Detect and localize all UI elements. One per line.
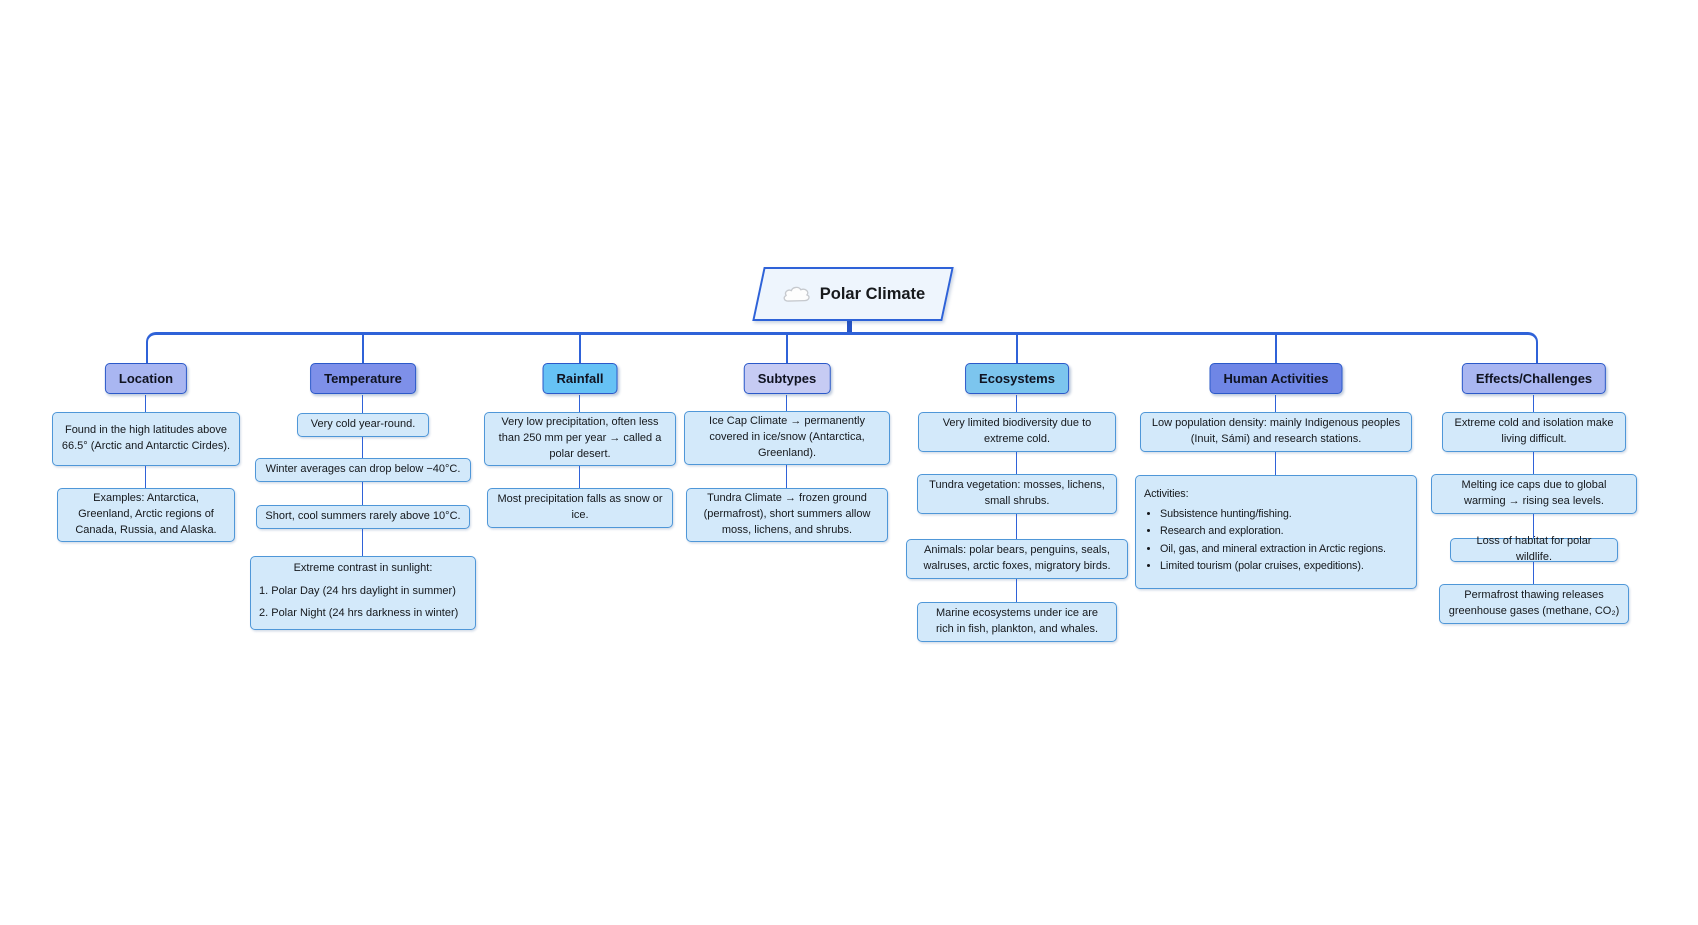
connector xyxy=(786,465,787,488)
connector xyxy=(1016,334,1018,363)
branch-header-rainfall[interactable]: Rainfall xyxy=(542,363,618,394)
node-temp-winter[interactable]: Winter averages can drop below −40°C. xyxy=(255,458,471,482)
branch-header-temperature[interactable]: Temperature xyxy=(310,363,416,394)
bullet-list: Subsistence hunting/fishing. Research an… xyxy=(1144,505,1408,578)
connector xyxy=(786,334,788,363)
connector xyxy=(1275,452,1276,475)
node-effects-melting-ice[interactable]: Melting ice caps due to global warming →… xyxy=(1431,474,1637,514)
cloud-icon xyxy=(781,284,813,305)
node-rain-snow[interactable]: Most precipitation falls as snow or ice. xyxy=(487,488,673,528)
connector xyxy=(1016,514,1017,539)
root-node-polar-climate[interactable]: Polar Climate xyxy=(752,267,954,321)
node-line: Activities: xyxy=(1144,487,1189,500)
node-line: 2. Polar Night (24 hrs darkness in winte… xyxy=(259,606,459,619)
connector xyxy=(1275,395,1276,412)
connector xyxy=(1533,395,1534,412)
branch-header-location[interactable]: Location xyxy=(104,363,188,394)
node-temp-cold[interactable]: Very cold year-round. xyxy=(297,413,429,437)
bullet-item: Research and exploration. xyxy=(1160,524,1408,540)
connector xyxy=(579,466,580,488)
bullet-item: Subsistence hunting/fishing. xyxy=(1160,507,1408,523)
branch-header-human-activities[interactable]: Human Activities xyxy=(1209,363,1343,394)
connector xyxy=(362,437,363,458)
connector xyxy=(362,482,363,505)
connector xyxy=(362,334,364,363)
connector xyxy=(579,395,580,412)
node-subtype-icecap[interactable]: Ice Cap Climate → permanently covered in… xyxy=(684,411,890,465)
connector xyxy=(362,395,363,413)
branch-header-subtypes[interactable]: Subtypes xyxy=(743,363,831,394)
bullet-item: Oil, gas, and mineral extraction in Arct… xyxy=(1160,542,1408,558)
branch-header-effects-challenges[interactable]: Effects/Challenges xyxy=(1461,363,1607,394)
node-location-latitudes[interactable]: Found in the high latitudes above 66.5° … xyxy=(52,412,240,466)
node-line: Extreme contrast in sunlight: xyxy=(293,562,433,575)
node-location-examples[interactable]: Examples: Antarctica, Greenland, Arctic … xyxy=(57,488,235,542)
node-subtype-tundra[interactable]: Tundra Climate → frozen ground (permafro… xyxy=(686,488,888,542)
node-effects-cold-isolation[interactable]: Extreme cold and isolation make living d… xyxy=(1442,412,1626,452)
branch-rail-connector xyxy=(146,332,1538,366)
connector xyxy=(145,395,146,412)
connector xyxy=(579,334,581,363)
node-eco-vegetation[interactable]: Tundra vegetation: mosses, lichens, smal… xyxy=(917,474,1117,514)
branch-header-ecosystems[interactable]: Ecosystems xyxy=(965,363,1069,394)
connector xyxy=(1533,514,1534,538)
root-label: Polar Climate xyxy=(819,284,926,303)
connector xyxy=(1016,579,1017,602)
connector xyxy=(1533,562,1534,584)
node-eco-animals[interactable]: Animals: polar bears, penguins, seals, w… xyxy=(906,539,1128,579)
node-eco-biodiversity[interactable]: Very limited biodiversity due to extreme… xyxy=(918,412,1116,452)
node-eco-marine[interactable]: Marine ecosystems under ice are rich in … xyxy=(917,602,1117,642)
bullet-item: Limited tourism (polar cruises, expediti… xyxy=(1160,559,1408,575)
root-connector xyxy=(847,315,852,333)
node-line: 1. Polar Day (24 hrs daylight in summer) xyxy=(259,585,456,598)
connector xyxy=(1533,452,1534,474)
connector xyxy=(1016,395,1017,412)
connector xyxy=(145,466,146,488)
connector xyxy=(786,395,787,411)
node-human-population[interactable]: Low population density: mainly Indigenou… xyxy=(1140,412,1412,452)
connector xyxy=(1016,452,1017,474)
node-rain-low-precipitation[interactable]: Very low precipitation, often less than … xyxy=(484,412,676,466)
node-effects-permafrost[interactable]: Permafrost thawing releases greenhouse g… xyxy=(1439,584,1629,624)
connector xyxy=(1275,334,1277,363)
node-human-activities-list[interactable]: Activities: Subsistence hunting/fishing.… xyxy=(1135,475,1417,589)
node-temp-summer[interactable]: Short, cool summers rarely above 10°C. xyxy=(256,505,470,529)
node-effects-habitat-loss[interactable]: Loss of habitat for polar wildlife. xyxy=(1450,535,1618,563)
node-temp-sunlight[interactable]: Extreme contrast in sunlight: 1. Polar D… xyxy=(250,556,476,630)
connector xyxy=(362,529,363,556)
